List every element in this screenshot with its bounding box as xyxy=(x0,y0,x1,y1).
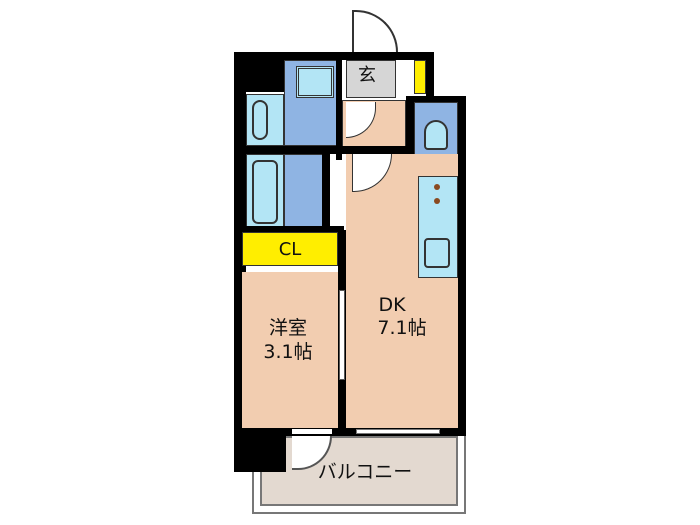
wall-top xyxy=(234,52,434,60)
wall-step xyxy=(406,96,466,102)
wash-wall xyxy=(322,148,330,234)
bath-wall-bottom xyxy=(246,146,342,154)
closet-label: CL xyxy=(278,239,302,260)
cl-wall-top xyxy=(234,226,344,234)
western-room xyxy=(242,272,338,428)
window xyxy=(356,429,440,434)
shoe-box xyxy=(414,60,426,94)
window xyxy=(292,429,332,434)
washroom xyxy=(284,154,324,230)
wall-right-top xyxy=(426,52,434,97)
sliding-door xyxy=(339,290,345,380)
tub-icon xyxy=(252,100,268,140)
entrance-door-swing xyxy=(352,10,398,52)
wall-bottom xyxy=(234,428,466,436)
toilet-icon xyxy=(424,120,448,150)
wall-corner-bottom xyxy=(234,430,286,472)
hall-wall xyxy=(342,146,412,154)
stove-burner-icon xyxy=(434,198,440,204)
wall-right xyxy=(458,96,466,436)
western-room-size: 3.1帖 xyxy=(263,341,313,363)
dk-size: 7.1帖 xyxy=(377,317,427,339)
stove-burner-icon xyxy=(434,184,440,190)
entrance-label: 玄 xyxy=(358,65,376,86)
toilet-wall xyxy=(406,96,414,176)
closet xyxy=(242,232,338,266)
unit-tub-icon xyxy=(252,160,278,224)
dk-label: DK xyxy=(378,294,406,316)
entrance xyxy=(346,60,396,98)
sink-icon xyxy=(424,238,450,268)
balcony-label: バルコニー xyxy=(317,461,413,483)
washbasin-icon xyxy=(296,66,334,98)
bath-wall xyxy=(336,60,342,160)
western-room-label: 洋室 xyxy=(268,317,307,339)
